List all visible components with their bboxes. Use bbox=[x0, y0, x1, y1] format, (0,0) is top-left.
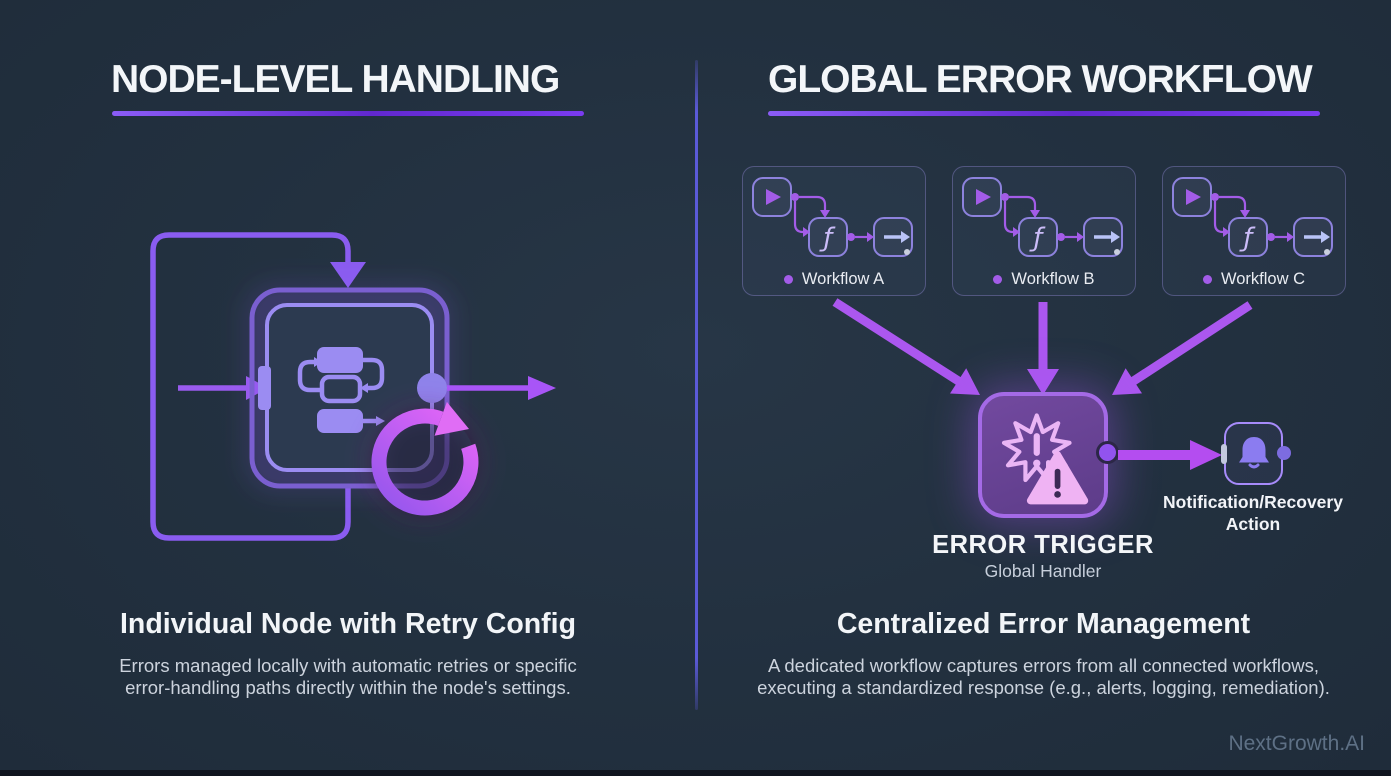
workflow-cards: ƒ Workflow A bbox=[742, 166, 1346, 296]
notification-label-line2: Action bbox=[1225, 514, 1281, 534]
workflow-card-a: ƒ Workflow A bbox=[742, 166, 926, 296]
workflow-label-row: Workflow B bbox=[953, 270, 1135, 289]
mini-connectors bbox=[791, 193, 874, 242]
error-trigger-label: ERROR TRIGGER bbox=[932, 531, 1154, 559]
function-icon: ƒ bbox=[1238, 223, 1256, 253]
workflow-card-c: ƒ Workflow C bbox=[1162, 166, 1346, 296]
mini-connectors bbox=[1211, 193, 1294, 242]
left-section-body-line1: Errors managed locally with automatic re… bbox=[119, 655, 577, 676]
bullet-dot-icon bbox=[783, 275, 793, 284]
brand-watermark: NextGrowth.AI bbox=[1228, 732, 1365, 755]
function-icon: ƒ bbox=[818, 223, 836, 253]
column-divider bbox=[695, 60, 698, 710]
svg-text:ƒ: ƒ bbox=[818, 223, 836, 253]
arrow-to-notification bbox=[1118, 440, 1222, 470]
arrow-icon bbox=[1094, 231, 1120, 255]
node-output-dot bbox=[1277, 446, 1291, 460]
node-retry-diagram bbox=[150, 232, 556, 541]
bullet-dot-icon bbox=[1202, 275, 1212, 284]
warning-triangle-icon bbox=[1026, 451, 1089, 505]
svg-text:ƒ: ƒ bbox=[1238, 223, 1256, 253]
workflow-name: Workflow B bbox=[1011, 270, 1095, 288]
output-arrow-icon bbox=[417, 373, 556, 403]
play-icon bbox=[766, 189, 781, 205]
bottom-edge-bar bbox=[0, 770, 1391, 776]
flowchart-icon bbox=[297, 347, 385, 433]
bell-icon bbox=[1238, 437, 1269, 469]
workflow-label-row: Workflow C bbox=[1163, 270, 1345, 289]
left-section-body-line2: error-handling paths directly within the… bbox=[125, 677, 571, 698]
error-trigger-node bbox=[978, 392, 1108, 518]
error-trigger-sublabel: Global Handler bbox=[984, 561, 1102, 581]
notification-node bbox=[1224, 422, 1283, 485]
mini-workflow-graphic: ƒ bbox=[962, 177, 1123, 257]
notification-label-line1: Notification/Recovery bbox=[1163, 492, 1343, 512]
error-trigger-graphic bbox=[1001, 413, 1089, 505]
right-section-body-line2: executing a standardized response (e.g.,… bbox=[757, 677, 1330, 698]
play-icon bbox=[1186, 189, 1201, 205]
retry-loop-icon bbox=[367, 401, 483, 520]
play-icon bbox=[976, 189, 991, 205]
bullet-dot-icon bbox=[993, 275, 1003, 284]
node-input-tab bbox=[258, 366, 271, 410]
node-input-tab bbox=[1221, 444, 1227, 464]
left-title: NODE-LEVEL HANDLING bbox=[111, 58, 560, 101]
workflow-card-b: ƒ Workflow B bbox=[952, 166, 1136, 296]
right-section-body-line1: A dedicated workflow captures errors fro… bbox=[767, 655, 1320, 676]
converging-arrows bbox=[832, 298, 1253, 395]
mini-connectors bbox=[1001, 193, 1084, 242]
workflow-label-row: Workflow A bbox=[743, 270, 925, 289]
mini-workflow-graphic: ƒ bbox=[1172, 177, 1333, 257]
arrow-icon bbox=[1304, 231, 1330, 255]
loop-arrow-icon bbox=[150, 232, 366, 541]
left-section-heading: Individual Node with Retry Config bbox=[120, 608, 576, 640]
left-title-underline bbox=[112, 111, 584, 116]
mini-workflow-graphic: ƒ bbox=[752, 177, 913, 257]
burst-icon bbox=[1001, 413, 1072, 483]
svg-text:ƒ: ƒ bbox=[1028, 223, 1046, 253]
arrow-icon bbox=[884, 231, 910, 255]
workflow-name: Workflow A bbox=[801, 270, 885, 288]
workflow-name: Workflow C bbox=[1220, 270, 1306, 288]
function-icon: ƒ bbox=[1028, 223, 1046, 253]
output-connector-dot bbox=[1096, 441, 1119, 464]
right-section-heading: Centralized Error Management bbox=[836, 608, 1251, 640]
right-title-underline bbox=[768, 111, 1320, 116]
right-title: GLOBAL ERROR WORKFLOW bbox=[768, 58, 1313, 101]
